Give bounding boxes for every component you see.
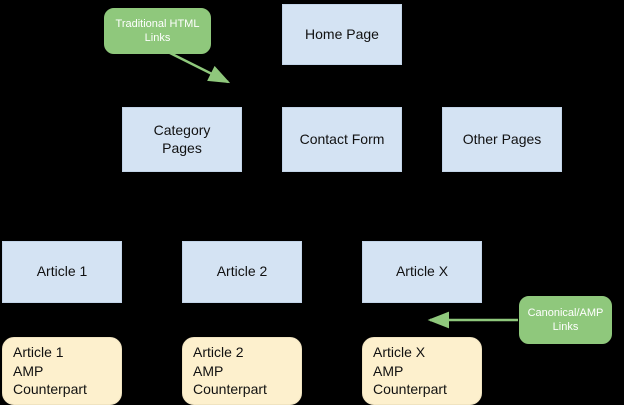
node-category-pages[interactable]: Category Pages [122, 107, 242, 172]
node-article-x-label: Article X [395, 263, 449, 280]
node-article-1[interactable]: Article 1 [2, 241, 122, 303]
node-other-pages[interactable]: Other Pages [442, 107, 562, 172]
node-article-x[interactable]: Article X [362, 241, 482, 303]
node-article-1-label: Article 1 [36, 263, 88, 280]
node-article-2-amp-counterpart-label: Article 2 AMP Counterpart [193, 343, 267, 398]
node-category-pages-label: Category Pages [153, 122, 211, 156]
node-article-2-amp-counterpart[interactable]: Article 2 AMP Counterpart [182, 337, 302, 405]
node-home-page[interactable]: Home Page [282, 4, 402, 65]
node-contact-form-label: Contact Form [299, 130, 385, 147]
callout-traditional-html-links-label: Traditional HTML Links [115, 17, 200, 44]
node-home-page-label: Home Page [305, 25, 379, 42]
callout-traditional-html-links: Traditional HTML Links [104, 8, 211, 54]
node-other-pages-label: Other Pages [462, 130, 542, 147]
node-contact-form[interactable]: Contact Form [282, 107, 402, 172]
node-article-1-amp-counterpart[interactable]: Article 1 AMP Counterpart [2, 337, 122, 405]
callout-canonical-amp-links-label: Canonical/AMP Links [527, 306, 604, 333]
node-article-1-amp-counterpart-label: Article 1 AMP Counterpart [13, 343, 87, 398]
arrow-traditional-html-links [167, 50, 231, 84]
callout-canonical-amp-links: Canonical/AMP Links [519, 296, 612, 344]
node-article-x-amp-counterpart[interactable]: Article X AMP Counterpart [362, 337, 482, 405]
node-article-x-amp-counterpart-label: Article X AMP Counterpart [373, 343, 447, 398]
node-article-2-label: Article 2 [216, 263, 268, 280]
node-article-2[interactable]: Article 2 [182, 241, 302, 303]
